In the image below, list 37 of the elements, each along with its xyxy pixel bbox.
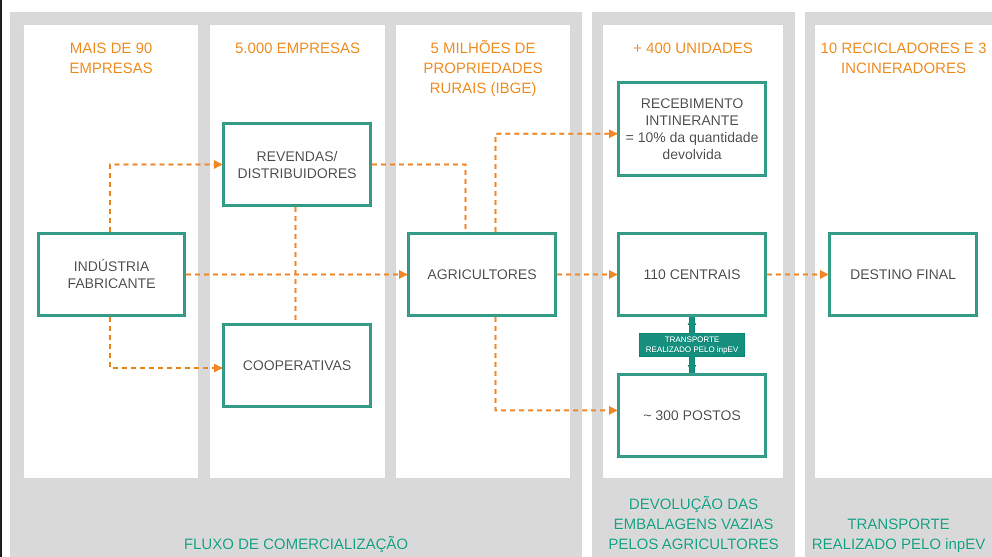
column-heading: 5.000 EMPRESAS <box>234 39 362 59</box>
group-panel <box>805 12 992 557</box>
group-panel <box>592 12 795 557</box>
connector-line <box>294 207 296 323</box>
column-heading: MAIS DE 90 EMPRESAS <box>68 39 154 79</box>
arrow <box>186 270 408 279</box>
process-box <box>617 81 767 177</box>
arrow <box>494 317 618 415</box>
panel-title: DEVOLUÇÃO DAS EMBALAGENS VAZIAS PELOS AGRICULTORES <box>607 495 780 555</box>
process-box: DESTINO FINAL <box>828 232 978 317</box>
group-panel <box>10 12 582 557</box>
column-panel <box>396 25 570 478</box>
process-box: ~ 300 POSTOS <box>617 373 767 458</box>
arrow <box>109 317 223 373</box>
process-box: REVENDAS/ DISTRIBUIDORES <box>222 122 372 207</box>
arrow <box>767 270 829 279</box>
process-box: 110 CENTRAIS <box>617 232 767 317</box>
column-panel <box>815 25 992 478</box>
column-panel <box>24 25 198 478</box>
process-box: AGRICULTORES <box>407 232 557 317</box>
panel-title: FLUXO DE COMERCIALIZAÇÃO <box>182 535 410 555</box>
process-box: COOPERATIVAS <box>222 323 372 408</box>
box-text: = 10% da quantidade devolvida <box>624 129 760 163</box>
arrow <box>557 270 618 279</box>
box-text: RECEBIMENTO INTINERANTE <box>640 95 744 129</box>
arrow <box>494 129 618 232</box>
panel-title: TRANSPORTE REALIZADO PELO inpEV <box>811 515 986 555</box>
connector-line <box>372 164 466 232</box>
arrow <box>109 160 223 232</box>
column-heading: 10 RECICLADORES E 3 INCINERADORES <box>820 39 988 79</box>
column-panel <box>603 25 783 478</box>
arrow <box>688 316 696 374</box>
column-panel <box>210 25 385 478</box>
column-heading: + 400 UNIDADES <box>632 39 754 59</box>
edge-label: TRANSPORTE REALIZADO PELO inpEV <box>639 333 745 357</box>
column-heading: 5 MILHÕES DE PROPRIEDADES RURAIS (IBGE) <box>422 39 544 99</box>
process-box: INDÚSTRIA FABRICANTE <box>37 232 186 317</box>
